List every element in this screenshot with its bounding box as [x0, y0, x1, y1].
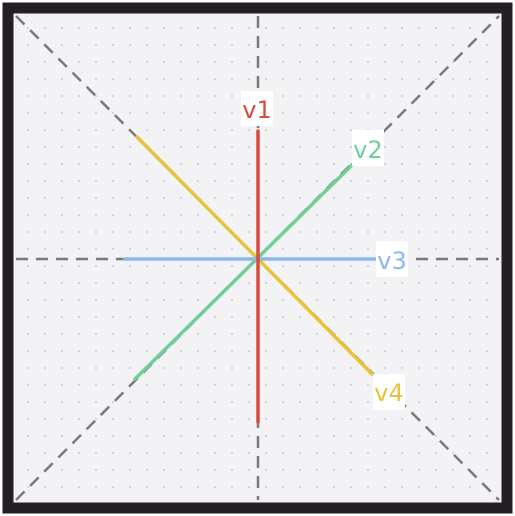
- vector-v1-label-text: v1: [242, 96, 271, 124]
- vector-v3-label-text: v3: [377, 247, 406, 275]
- vector-v2-label: v2: [352, 130, 384, 166]
- vector-lines: [123, 129, 380, 424]
- vector-v4-line: [135, 135, 374, 376]
- vector-v2-label-text: v2: [353, 136, 382, 164]
- vector-v2-line: [133, 163, 354, 381]
- vector-v4-label-text: v4: [374, 379, 403, 407]
- vector-v3-label: v3: [376, 241, 408, 277]
- vector-v1-label: v1: [241, 91, 273, 126]
- vector-labels: v1 v2 v3 v4: [241, 91, 408, 410]
- vector-v4-label: v4: [373, 374, 405, 410]
